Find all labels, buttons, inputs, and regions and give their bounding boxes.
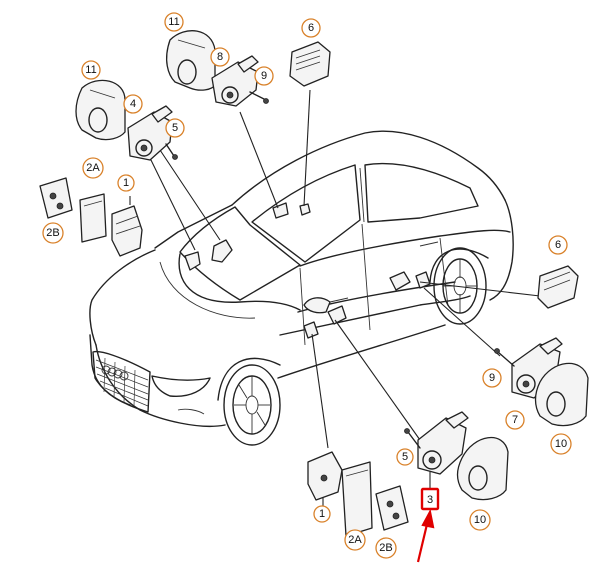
svg-text:6: 6 [308, 22, 314, 34]
svg-text:11: 11 [85, 64, 96, 76]
screw-5-lower [404, 428, 421, 449]
svg-text:7: 7 [512, 414, 518, 426]
red-arrow-icon [416, 508, 435, 563]
svg-text:2B: 2B [379, 542, 392, 554]
svg-text:2A: 2A [348, 534, 362, 546]
callout: 2B [375, 537, 397, 559]
module-part-6-right [537, 265, 579, 309]
callout: 9 [482, 368, 502, 388]
callout: 6 [301, 18, 321, 38]
callout: 8 [210, 47, 230, 67]
svg-text:5: 5 [172, 122, 178, 134]
cover-part-10-lower [456, 436, 509, 501]
motor-part-4 [127, 105, 173, 161]
leader-lines [129, 89, 541, 508]
callout: 11 [81, 60, 101, 80]
callout: 2A [82, 157, 104, 179]
callout: 1 [117, 174, 135, 192]
svg-text:9: 9 [489, 372, 495, 384]
svg-text:10: 10 [474, 514, 486, 526]
callout: 5 [165, 118, 185, 138]
callout: 11 [164, 12, 184, 32]
callout: 2B [42, 222, 64, 244]
callout: 4 [123, 94, 143, 114]
highlighted-callout-3: 3 [420, 487, 440, 511]
svg-text:1: 1 [123, 177, 129, 189]
svg-text:1: 1 [319, 508, 325, 520]
svg-text:6: 6 [555, 239, 561, 251]
control-unit-part-1-left [111, 205, 143, 257]
cover-part-10-right [534, 362, 589, 427]
svg-text:3: 3 [427, 494, 433, 506]
svg-text:2A: 2A [86, 162, 100, 174]
foil-part-2a-lower [341, 461, 373, 537]
pad-part-2b-left [39, 177, 73, 219]
callout: 1 [313, 505, 331, 523]
foil-part-2a-left [79, 193, 107, 243]
screw-9-upper [249, 91, 269, 104]
callout: 6 [548, 235, 568, 255]
svg-text:2B: 2B [46, 227, 59, 239]
cover-part-11-lower [75, 79, 126, 141]
screw-9-right [494, 348, 515, 367]
screw-5-upper [165, 143, 178, 160]
callout: 10 [550, 433, 572, 455]
motor-part-8 [211, 55, 259, 107]
rear-wheel [429, 247, 489, 325]
svg-text:4: 4 [130, 98, 136, 110]
svg-text:10: 10 [555, 438, 567, 450]
callout: 5 [396, 448, 414, 466]
callout: 2A [344, 529, 366, 551]
svg-text:9: 9 [261, 70, 267, 82]
cover-part-11-upper [166, 30, 216, 91]
car-illustration [89, 130, 514, 446]
svg-text:8: 8 [217, 51, 223, 63]
svg-text:5: 5 [402, 451, 408, 463]
callout: 9 [254, 66, 274, 86]
motor-part-3 [417, 411, 469, 475]
callout: 10 [469, 509, 491, 531]
front-wheel [217, 357, 281, 446]
module-part-6-upper [289, 41, 331, 87]
control-unit-part-1-lower [307, 451, 343, 501]
callout: 7 [505, 410, 525, 430]
svg-text:11: 11 [168, 16, 179, 28]
pad-part-2b-lower [375, 485, 409, 531]
